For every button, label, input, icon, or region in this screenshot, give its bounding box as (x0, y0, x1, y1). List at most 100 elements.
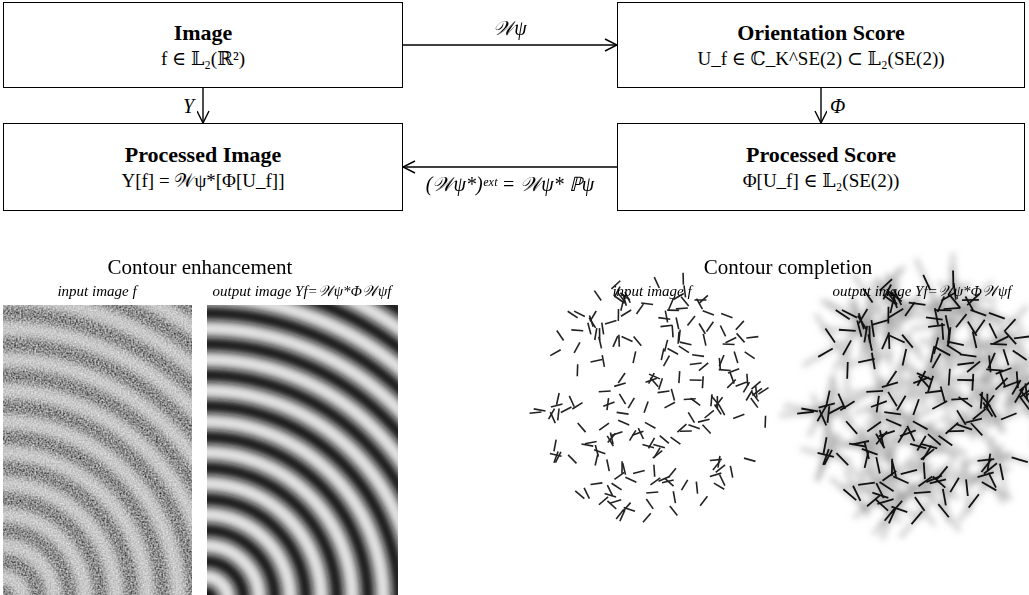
edgel (591, 483, 603, 485)
completion-smear (940, 377, 992, 383)
edgel (571, 329, 583, 331)
edge-label: (𝒲ψ*)ᵉˣᵗ = 𝒲ψ* ℙψ (423, 173, 597, 195)
edgel (933, 477, 946, 488)
edgel (996, 368, 1012, 374)
edgel (971, 423, 982, 435)
edgel (711, 394, 712, 406)
process-box: Imagef ∈ 𝕃₂(ℝ²) (3, 2, 403, 88)
edgel (644, 401, 648, 412)
edgel (857, 320, 861, 336)
edgel (948, 329, 949, 346)
edgel (734, 352, 738, 363)
ring-stroke (207, 305, 398, 595)
edgel (654, 448, 660, 458)
completion-smear (889, 413, 916, 457)
edgel (972, 374, 973, 391)
ring-stroke (207, 305, 398, 595)
edgel (554, 451, 558, 462)
edgel (934, 338, 938, 354)
edgel (728, 369, 739, 373)
edgel (999, 370, 1005, 386)
edgel (658, 391, 670, 393)
edgel (646, 378, 657, 382)
box-title: Orientation Score (737, 19, 905, 47)
image-caption: input image f (57, 283, 136, 300)
edgel (737, 333, 745, 342)
arrow-connector (403, 166, 617, 167)
enhanced-output-image (207, 305, 398, 595)
ring-stroke (3, 305, 192, 595)
edgel (932, 401, 947, 409)
edgel (599, 328, 601, 340)
edgel (1003, 381, 1019, 387)
edgel (935, 347, 950, 355)
arrow-connector (820, 88, 821, 123)
edgel (949, 369, 950, 386)
completion-smear (803, 340, 848, 366)
edgel (594, 291, 601, 301)
edgel (688, 425, 699, 429)
edgel (569, 396, 574, 407)
edgel (853, 486, 860, 501)
edgel (613, 336, 618, 347)
completion-smear (835, 408, 869, 447)
ring-stroke (207, 305, 398, 595)
edgel (720, 475, 725, 486)
edgel (725, 337, 736, 342)
ring-stroke (207, 592, 213, 595)
edgel (599, 390, 611, 392)
edgel (871, 320, 874, 337)
edgel (866, 390, 883, 393)
edgel (880, 482, 894, 491)
edgel (968, 321, 977, 335)
edgel (938, 504, 949, 517)
edgel (989, 323, 996, 338)
ring-stroke (207, 305, 398, 595)
edgel (840, 401, 854, 410)
edgel (859, 309, 868, 323)
edgel (702, 376, 704, 388)
edgel (678, 371, 680, 383)
edgel (688, 316, 695, 325)
edgel (698, 419, 710, 422)
edgel (745, 352, 755, 359)
edgel (602, 323, 604, 335)
process-box: Processed ImageΥ[f] = 𝒲ψ*[Φ[U_f]] (3, 123, 403, 211)
edgel (1019, 396, 1029, 410)
edgel (680, 342, 692, 345)
edgel (928, 325, 945, 327)
edgel (720, 326, 725, 337)
edgel (956, 314, 966, 327)
completion-smear (992, 306, 1027, 345)
edgel (913, 399, 919, 415)
edgel (957, 363, 974, 365)
edgel (838, 394, 845, 409)
edgel (823, 449, 829, 465)
edgel (721, 314, 732, 318)
edgel (960, 354, 977, 356)
edgel (858, 483, 875, 485)
edgel (636, 304, 643, 314)
edgel (643, 513, 651, 522)
edgel (661, 348, 664, 360)
edgel (967, 361, 980, 372)
edgel (935, 308, 938, 325)
edgel (842, 310, 857, 318)
edgel (982, 482, 997, 490)
edgel (595, 328, 597, 340)
edgel (574, 342, 580, 353)
edgel (984, 463, 997, 474)
image-caption: output image Υf=𝒲ψ*Φ𝒲ψf (833, 283, 1012, 300)
edgel (665, 311, 667, 323)
edgel (688, 412, 694, 422)
edgel (907, 426, 914, 441)
edgel (1004, 319, 1015, 331)
edgel (641, 303, 653, 305)
section-heading: Contour completion (704, 256, 873, 279)
edgel (671, 325, 673, 337)
edgel (752, 392, 759, 402)
edgel (634, 336, 642, 345)
edgel (969, 494, 979, 507)
edgel (646, 491, 658, 494)
edgel (827, 406, 829, 423)
